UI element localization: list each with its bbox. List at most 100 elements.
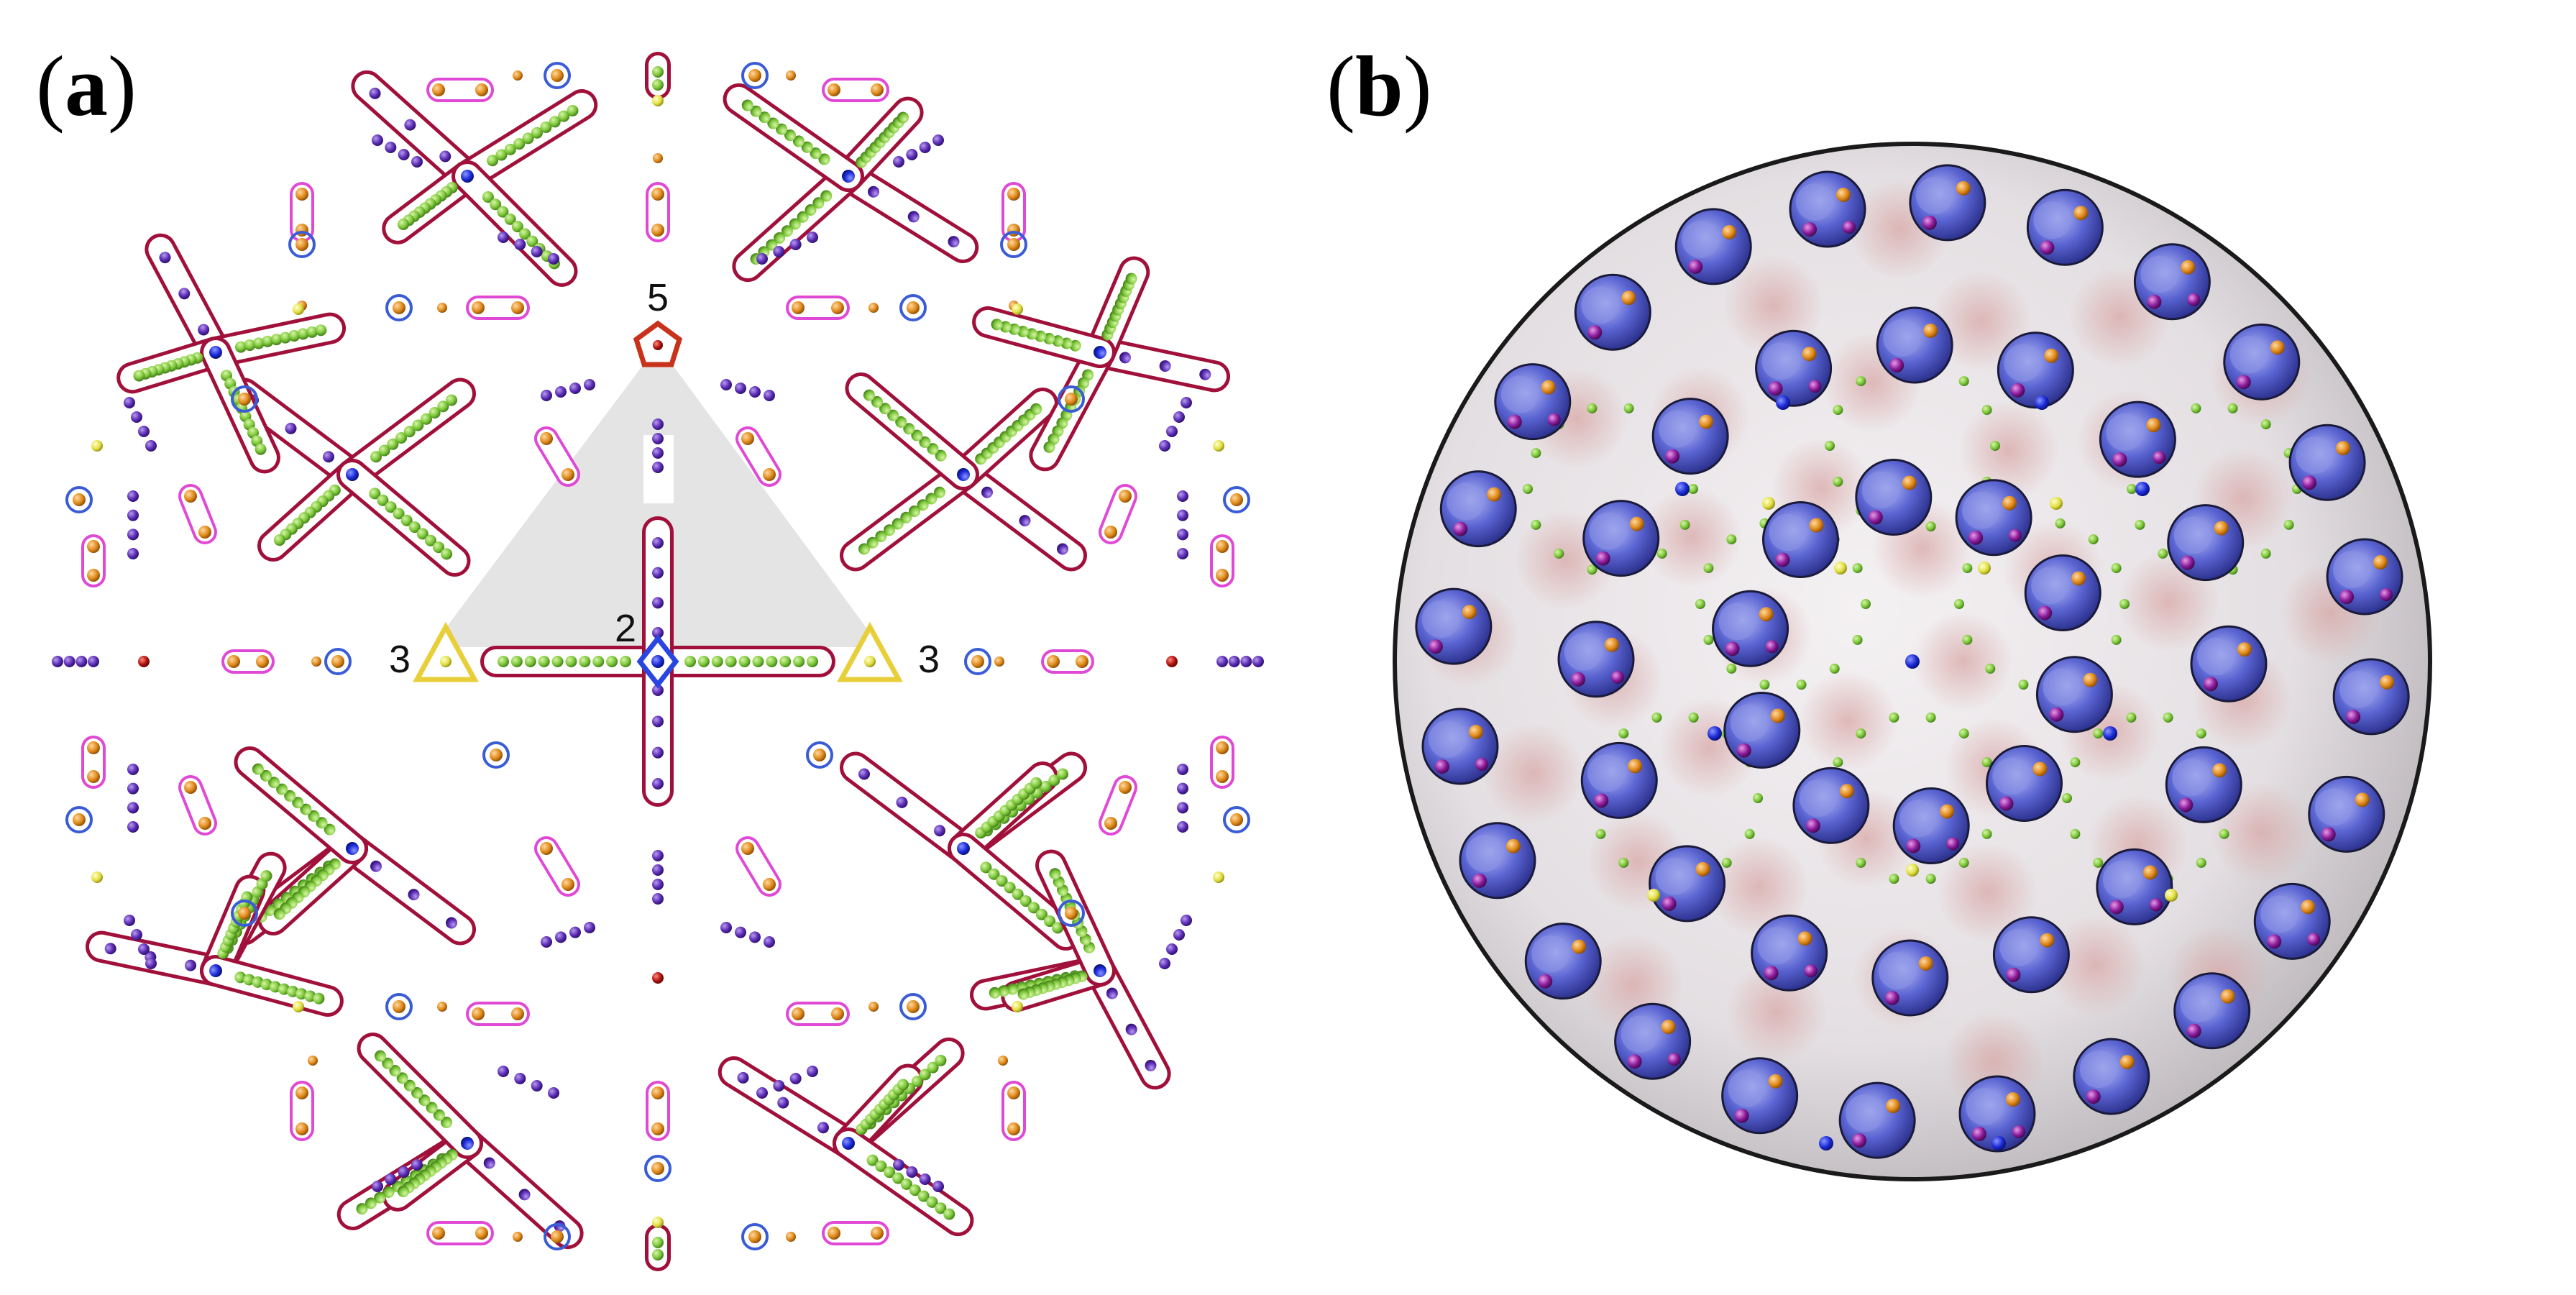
purple-bead [652,746,664,759]
green-bead [252,337,265,349]
green-bead [895,416,907,428]
protrusion [2165,746,2242,823]
purple-bead [1240,656,1252,667]
purple-bead [652,627,664,639]
blue-bead [1094,346,1106,359]
magenta-bead [2086,1089,2101,1104]
green-bead [2111,563,2122,574]
green-bead [767,117,779,129]
orange-bead [308,1056,318,1066]
purple-bead [411,156,423,168]
green-bead [387,438,399,450]
green-bead [2219,828,2229,839]
x-arm-fill [721,1060,861,1156]
purple-bead [1145,1059,1157,1071]
protrusion-lobe [1581,286,1619,324]
green-bead [1618,728,1629,739]
protrusion [1876,306,1953,384]
purple-bead [893,1159,904,1171]
protrusion-lobe [1659,410,1697,448]
green-bead [260,769,272,782]
green-bead [2055,518,2066,528]
magenta-bead [1571,672,1586,687]
ring-outline [544,62,571,89]
orange-bead [2119,1055,2135,1070]
green-bead [1759,679,1770,690]
orange-bead [1628,759,1643,774]
purple-bead [569,383,581,394]
purple-bead [906,149,918,160]
green-bead [2093,728,2104,739]
purple-bead [1177,782,1188,795]
green-bead [652,1249,664,1260]
triangle-icon [837,621,903,682]
red-bead [1166,656,1178,667]
orange-bead [87,540,100,553]
x-arm-fill [1088,958,1168,1086]
purple-bead [720,379,732,390]
orange-bead [1661,1020,1676,1035]
magenta-bead [1804,964,1818,978]
orange-bead [2142,865,2158,880]
orange-bead [748,69,761,82]
protrusion-lobe [1531,935,1569,973]
green-bead [1852,634,1863,645]
orange-bead [763,878,776,891]
protrusion [1838,1081,1916,1159]
magenta-bead [1805,818,1820,833]
purple-bead [652,778,664,790]
protrusion-lobe [1965,1088,2003,1126]
orange-bead [868,303,879,313]
green-bead [805,203,817,216]
orange-bead [227,655,240,668]
protrusion [2173,972,2251,1050]
twofold-center-bead [651,655,664,668]
green-bead [875,1160,887,1172]
ring-outline [899,294,927,321]
green-bead [1688,484,1698,494]
blue-bead [2135,482,2150,496]
pink-patch [1482,723,1584,824]
protrusion-lobe [2196,638,2234,676]
green-bead [927,1061,939,1074]
ring-outline [899,993,927,1020]
green-bead [996,875,1008,887]
x-motif [351,70,598,287]
purple-bead [1252,656,1264,667]
yellow-bead [2050,497,2063,510]
protrusion [2099,401,2176,478]
protrusion-lobe [2260,895,2298,933]
green-bead [1958,857,1969,868]
purple-bead [789,1073,802,1084]
purple-bead [1159,958,1170,969]
orange-bead [1839,784,1854,799]
orange-bead [828,83,840,96]
green-bead [810,147,822,160]
orange-bead [393,1000,405,1013]
magenta-bead [1868,510,1883,525]
blue-bead [842,1137,855,1150]
purple-bead [652,462,664,473]
ring-outline [324,648,352,675]
green-bead [365,1197,377,1209]
magenta-bead [2147,294,2162,309]
magenta-bead [2302,475,2317,490]
blue-bead [2035,395,2049,410]
green-bead [1017,326,1029,338]
purple-bead [369,87,381,99]
orange-bead [1505,838,1521,854]
green-bead [935,449,947,462]
purple-bead [749,386,761,398]
orange-bead [907,301,920,314]
orange-bead [540,842,553,855]
purple-bead [652,597,664,609]
twofold-label: 2 [615,607,636,650]
green-bead [606,656,618,667]
triangle-icon [413,621,479,682]
orange-bead [490,749,503,761]
green-bead [1796,679,1807,690]
yellow-bead [91,871,103,883]
purple-bead [756,1087,768,1099]
purple-bead [652,715,664,728]
ring-outline [482,741,510,769]
